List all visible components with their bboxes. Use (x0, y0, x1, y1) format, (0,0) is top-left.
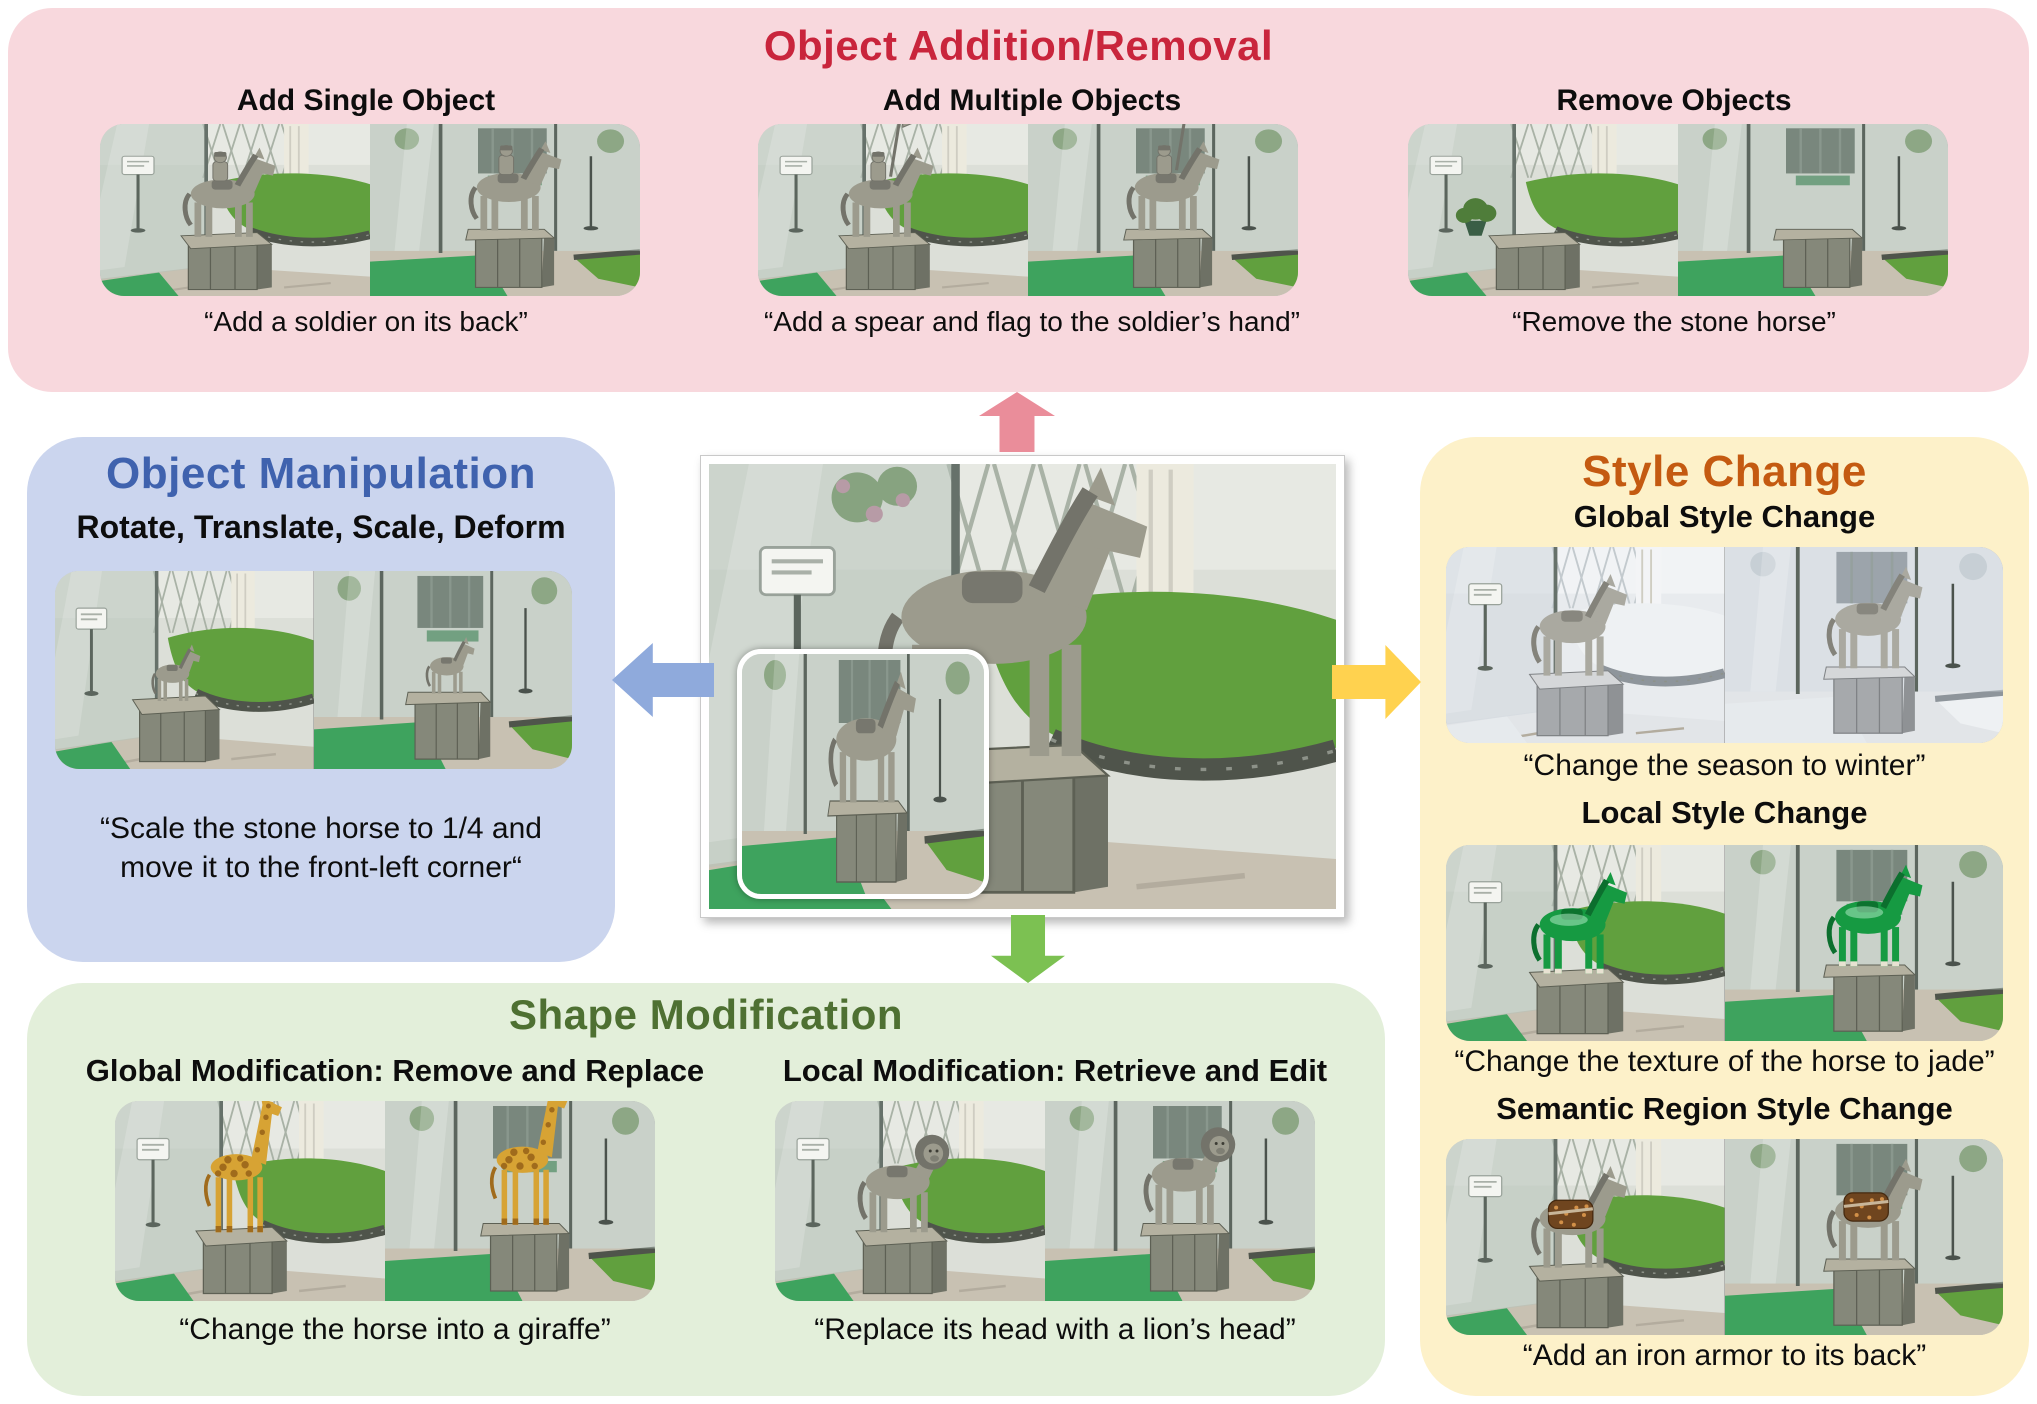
panel-style-change: Style Change Global Style Change “Change… (1420, 437, 2029, 1396)
caption-lion: “Replace its head with a lion’s head” (814, 1313, 1296, 1346)
photo-lion-head-view2 (1045, 1101, 1315, 1301)
arrow-down-icon (991, 915, 1065, 983)
photo-scaled-horse-view2 (313, 571, 572, 769)
caption-remove-objects: “Remove the stone horse” (1512, 306, 1836, 337)
caption-add-multiple: “Add a spear and flag to the soldier’s h… (764, 306, 1300, 337)
arrow-up-icon (979, 392, 1055, 452)
caption-local-style: “Change the texture of the horse to jade… (1454, 1045, 1995, 1078)
photo-horse-spear-flag-view2 (1028, 124, 1298, 296)
photo-horse-removed-view2 (1678, 124, 1948, 296)
panel-title-shape: Shape Modification (508, 991, 903, 1038)
photo-original-stone-horse (709, 464, 1336, 909)
heading-global-style: Global Style Change (1573, 499, 1876, 534)
caption-giraffe: “Change the horse into a giraffe” (179, 1313, 611, 1346)
photo-lion-head-view1 (775, 1101, 1045, 1301)
photo-scaled-horse-view1 (55, 571, 314, 769)
photo-jade-horse-view2 (1724, 845, 2003, 1041)
image-pair-add-single (100, 124, 640, 296)
panel-object-addition-removal: Object Addition/Removal Add Single Objec… (8, 8, 2029, 392)
photo-horse-with-soldier-view1 (100, 124, 370, 296)
photo-winter-view1 (1446, 547, 1725, 743)
image-pair-global-style (1446, 547, 2003, 743)
image-pair-remove-objects (1408, 124, 1948, 296)
image-pair-local-style (1446, 845, 2003, 1041)
photo-armored-horse-view2 (1724, 1139, 2003, 1335)
caption-manipulation-line1: “Scale the stone horse to 1/4 and (100, 812, 542, 845)
caption-global-style: “Change the season to winter” (1523, 749, 1926, 782)
heading-global-modification: Global Modification: Remove and Replace (85, 1053, 705, 1088)
photo-horse-spear-flag-view1 (758, 124, 1028, 296)
image-pair-lion (775, 1101, 1315, 1301)
heading-local-style: Local Style Change (1581, 795, 1868, 830)
heading-remove-objects: Remove Objects (1556, 84, 1792, 117)
caption-add-single: “Add a soldier on its back” (204, 306, 528, 337)
panel-shape-modification: Shape Modification Global Modification: … (27, 983, 1385, 1396)
arrow-right-icon (1332, 645, 1421, 719)
photo-horse-removed-view1 (1408, 124, 1678, 296)
heading-semantic-style: Semantic Region Style Change (1496, 1091, 1953, 1126)
panel-title-manipulation: Object Manipulation (106, 449, 536, 498)
caption-semantic-style: “Add an iron armor to its back” (1522, 1339, 1927, 1372)
photo-armored-horse-view1 (1446, 1139, 1725, 1335)
subtitle-manipulation: Rotate, Translate, Scale, Deform (76, 509, 566, 545)
image-pair-add-multiple (758, 124, 1298, 296)
center-original-scene-photo (700, 455, 1345, 918)
panel-title-style: Style Change (1582, 447, 1867, 496)
caption-manipulation-line2: move it to the front-left corner“ (120, 851, 522, 884)
image-pair-semantic-style (1446, 1139, 2003, 1335)
photo-horse-with-soldier-view2 (370, 124, 640, 296)
inset-front-view-photo (737, 649, 989, 899)
arrow-left-icon (612, 643, 714, 717)
photo-jade-horse-view1 (1446, 845, 1725, 1041)
panel-title-addition: Object Addition/Removal (763, 22, 1274, 69)
photo-giraffe-view1 (115, 1101, 385, 1301)
caption-manipulation: “Scale the stone horse to 1/4 and move i… (27, 809, 615, 887)
panel-object-manipulation: Object Manipulation Rotate, Translate, S… (27, 437, 615, 962)
heading-add-multiple-objects: Add Multiple Objects (882, 84, 1182, 117)
heading-local-modification: Local Modification: Retrieve and Edit (782, 1053, 1328, 1088)
heading-add-single-object: Add Single Object (236, 84, 496, 117)
photo-giraffe-view2 (385, 1101, 655, 1301)
photo-original-horse-front (742, 654, 984, 894)
image-pair-giraffe (115, 1101, 655, 1301)
photo-winter-view2 (1724, 547, 2003, 743)
image-pair-manipulation (55, 571, 572, 769)
